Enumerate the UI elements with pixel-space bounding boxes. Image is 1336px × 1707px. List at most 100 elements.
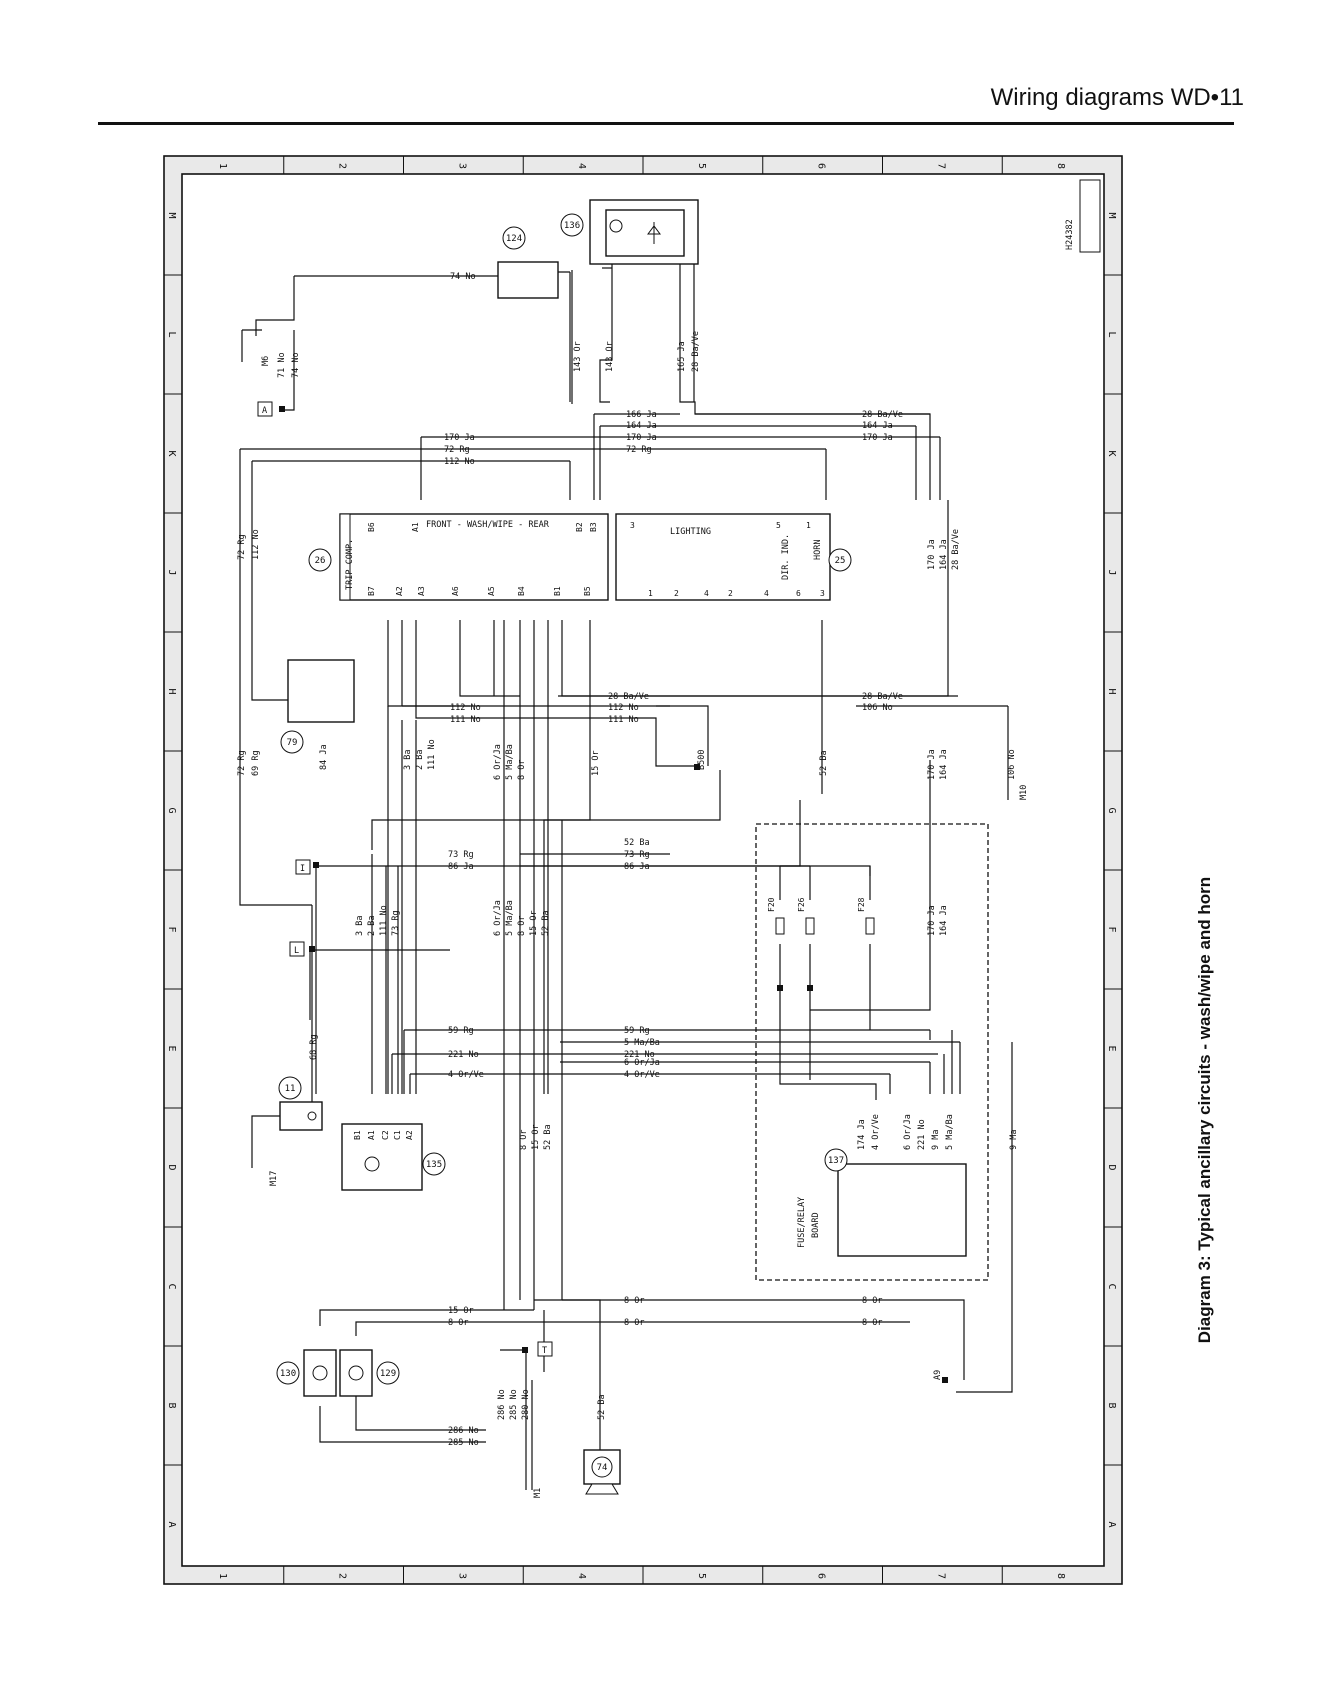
svg-text:164 Ja: 164 Ja [862,421,893,431]
svg-text:166 Ja: 166 Ja [626,410,657,420]
svg-text:B4: B4 [517,586,526,596]
grid-col-bottom-2: 2 [337,1573,348,1579]
svg-text:143 Or: 143 Or [573,341,583,372]
svg-text:15 Or: 15 Or [448,1306,474,1316]
svg-text:221 No: 221 No [448,1050,479,1060]
connector-l-box [289,941,305,957]
component-11-ref: 11 [285,1084,296,1094]
inner-frame [181,173,1105,1567]
grid-row-left-A: A [166,1521,177,1527]
svg-text:5: 5 [776,521,781,530]
grid-col-bottom-7: 7 [935,1573,946,1579]
svg-text:1: 1 [648,589,653,598]
svg-text:72 Rg: 72 Rg [237,534,247,560]
svg-text:4: 4 [704,589,709,598]
svg-text:4 Or/Ve: 4 Or/Ve [624,1070,660,1080]
svg-text:8 Or: 8 Or [624,1296,644,1306]
svg-text:52 Ba: 52 Ba [541,910,551,936]
svg-text:2 Ba: 2 Ba [367,916,377,936]
component-79-ref-circle [280,730,304,754]
component-79-ref: 79 [287,738,298,748]
grid-row-left-M: M [166,212,177,218]
pin-135-a2: A2 [405,1130,414,1140]
ground-m10: M10 [1019,785,1029,800]
svg-text:B3: B3 [589,522,598,532]
svg-text:1: 1 [806,521,811,530]
svg-text:6 Or/Ja: 6 Or/Ja [903,1114,913,1150]
svg-text:73 Rg: 73 Rg [624,850,650,860]
svg-text:28 Ba/Ve: 28 Ba/Ve [608,692,649,702]
grid-row-left-L: L [166,331,177,337]
wire-143-left [599,270,613,403]
grid-col-top-8: 8 [1055,163,1066,169]
grid-row-right-L: L [1106,331,1117,337]
connector-a-box [257,401,273,417]
grid-col-bottom-6: 6 [816,1573,827,1579]
wire-layer [239,262,1013,1490]
component-130-ref-circle [276,1361,300,1385]
grid-row-left-E: E [166,1045,177,1051]
svg-text:4: 4 [764,589,769,598]
component-26-ref: 26 [315,556,326,566]
svg-text:170 Ja: 170 Ja [927,539,937,570]
svg-text:5 Ma/Ba: 5 Ma/Ba [624,1038,660,1048]
svg-text:52 Ba: 52 Ba [624,838,650,848]
svg-text:221 No: 221 No [624,1050,655,1060]
pin-135-c2: C2 [381,1130,390,1140]
svg-text:170 Ja: 170 Ja [927,749,937,780]
grid-row-right-E: E [1106,1045,1117,1051]
grid-col-top-7: 7 [935,163,946,169]
svg-text:280 No: 280 No [521,1389,531,1420]
svg-text:8 Or: 8 Or [862,1296,882,1306]
svg-text:170 Ja: 170 Ja [444,433,475,443]
svg-text:84 Ja: 84 Ja [319,744,329,770]
label-trip-comp: TRIP COMP. [345,539,355,590]
svg-text:4 Or/Ve: 4 Or/Ve [448,1070,484,1080]
fuse-board-label-1: FUSE/RELAY [797,1197,807,1248]
grid-col-top-6: 6 [816,163,827,169]
grid-row-left-F: F [166,926,177,932]
component-74-ref-circle [591,1456,613,1478]
svg-text:164 Ja: 164 Ja [939,539,949,570]
svg-text:28 Ba/Ve: 28 Ba/Ve [951,529,961,570]
svg-text:69 Rg: 69 Rg [251,750,261,776]
grid-row-right-B: B [1106,1402,1117,1408]
svg-text:286 No: 286 No [497,1389,507,1420]
component-137-ref: 137 [828,1156,844,1166]
component-135-box [341,1123,423,1191]
fuses: F20 F26 F28 [767,897,875,935]
connector-t-box [537,1341,553,1357]
grid-row-right-M: M [1106,212,1117,218]
svg-text:15 Or: 15 Or [591,750,601,776]
svg-text:52 Ba: 52 Ba [597,1394,607,1420]
svg-text:B2: B2 [575,522,584,532]
grid-col-bottom-5: 5 [696,1573,707,1579]
svg-text:164 Ja: 164 Ja [626,421,657,431]
svg-text:143 Or: 143 Or [605,341,615,372]
svg-text:6: 6 [796,589,801,598]
ground-m6: M6 [261,356,271,366]
connector-b500: B500 [697,750,707,770]
svg-text:52 Ba: 52 Ba [543,1124,553,1150]
svg-text:B5: B5 [583,586,592,596]
svg-text:A1: A1 [411,522,420,532]
component-137-ref-circle [824,1148,848,1172]
svg-text:52 Ba: 52 Ba [819,750,829,776]
junction-layer [279,406,948,1383]
pin-135-b1: B1 [353,1130,362,1140]
svg-text:286 No: 286 No [448,1426,479,1436]
grid-row-left-K: K [166,450,177,456]
svg-text:8 Or: 8 Or [519,1130,529,1150]
grid-row-left-D: D [166,1164,177,1170]
grid-row-right-G: G [1106,807,1117,813]
grid-row-right-C: C [1106,1283,1117,1289]
component-130-ref: 130 [280,1369,296,1379]
svg-text:73 Rg: 73 Rg [448,850,474,860]
component-129-ref: 129 [380,1369,396,1379]
svg-text:111 No: 111 No [379,905,389,936]
svg-text:68 Rg: 68 Rg [309,1034,319,1060]
svg-text:86 Ja: 86 Ja [624,862,650,872]
label-front-wash-wipe-rear: FRONT - WASH/WIPE - REAR [426,520,550,530]
component-136-ref-circle [560,213,584,237]
